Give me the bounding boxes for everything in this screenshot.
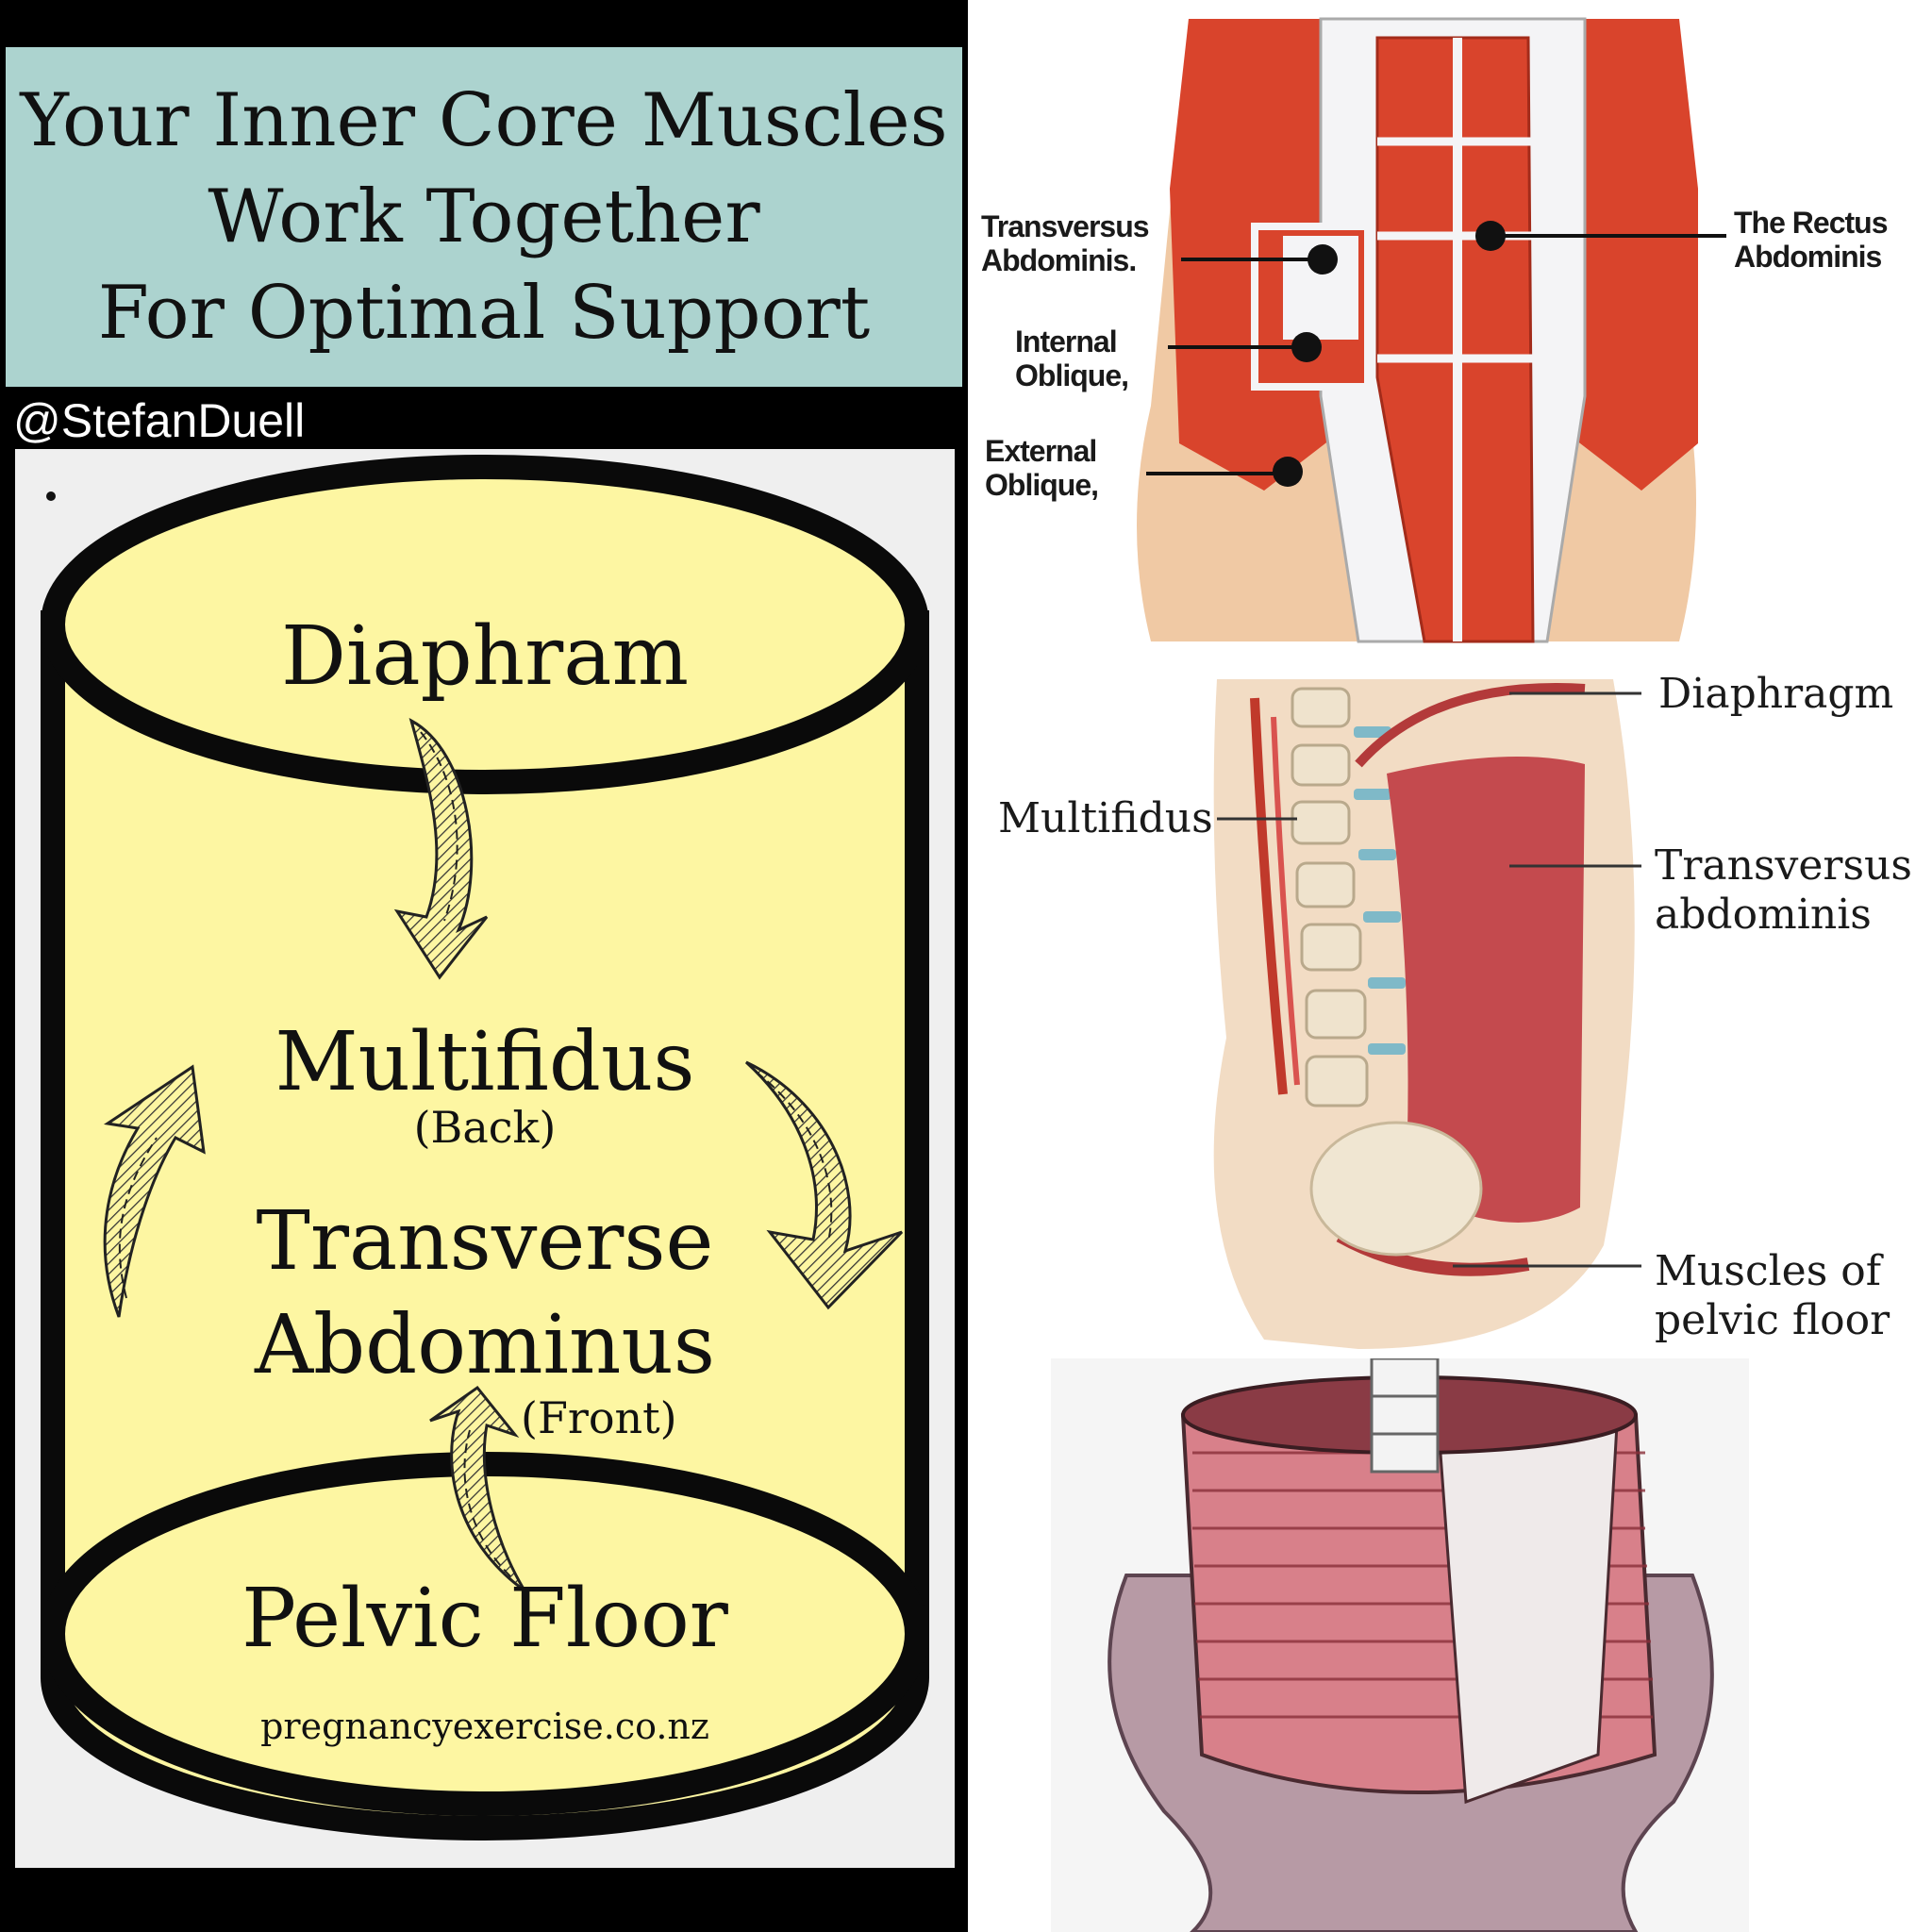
left-panel: Your Inner Core Muscles Work Together Fo…	[0, 0, 968, 1932]
multifidus-sub-label: (Back)	[413, 1102, 557, 1153]
transverse-sub-label: (Front)	[521, 1392, 677, 1443]
abdominal-muscles-illustration	[1137, 17, 1726, 643]
diaphragm-label: Diaphram	[280, 609, 690, 704]
website-label: pregnancyexercise.co.nz	[260, 1706, 709, 1747]
label-transversus-front: Transversus Abdominis.	[981, 209, 1150, 277]
label-diaphragm: Diaphragm	[1658, 670, 1894, 718]
label-rectus-abdominis: The Rectus Abdominis	[1734, 206, 1888, 274]
arrow-left-up-icon	[103, 1064, 206, 1318]
title-banner: Your Inner Core Muscles Work Together Fo…	[6, 47, 962, 387]
transverse-label-line1: Transverse	[256, 1194, 714, 1289]
label-multifidus: Multifidus	[998, 794, 1213, 842]
arrow-right-down-icon	[744, 1060, 904, 1310]
label-external-oblique: External Oblique,	[985, 434, 1099, 502]
cylinder-diagram: Diaphram Multifidus (Back) Transverse Ab…	[15, 449, 955, 1868]
multifidus-label: Multifidus	[275, 1015, 695, 1109]
cylinder-top	[41, 455, 929, 794]
author-handle: @StefanDuell	[13, 394, 306, 447]
corset-muscle-illustration	[1051, 1358, 1749, 1932]
arrow-down-icon	[393, 718, 489, 980]
label-internal-oblique: Internal Oblique,	[1015, 325, 1129, 392]
transverse-label-line2: Abdominus	[255, 1298, 715, 1392]
label-transversus-side: Transversus abdominis	[1655, 841, 1912, 939]
label-pelvic-floor: Muscles of pelvic floor	[1655, 1247, 1890, 1344]
cylinder-graphic	[41, 455, 929, 1840]
arrow-up-icon	[429, 1385, 526, 1592]
page-title: Your Inner Core Muscles Work Together Fo…	[20, 78, 948, 356]
pelvic-floor-label: Pelvic Floor	[242, 1572, 728, 1666]
side-view-illustration	[1213, 679, 1641, 1349]
